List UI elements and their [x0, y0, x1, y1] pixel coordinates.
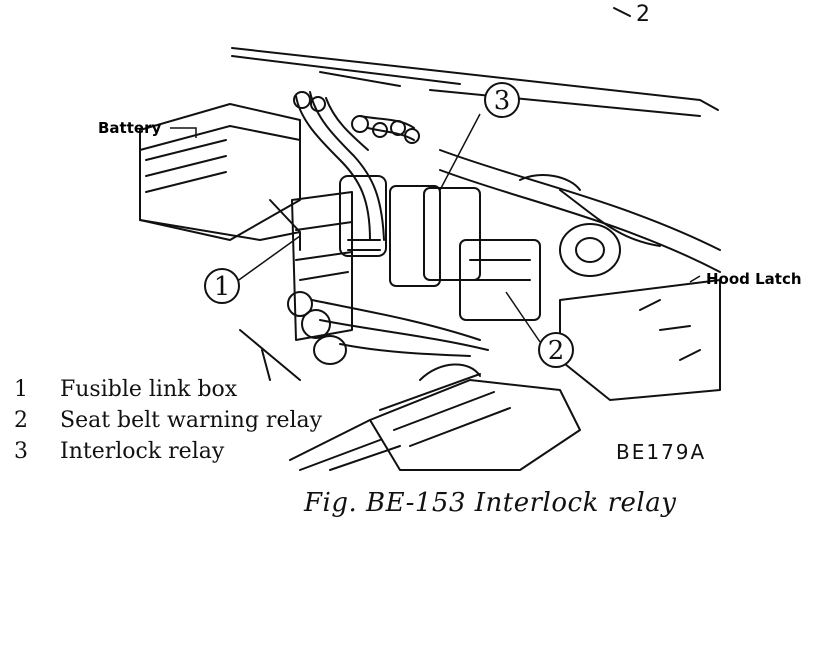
- hood-pipe: [439, 149, 721, 251]
- svg-text:1: 1: [214, 272, 231, 302]
- wire-harness: [295, 95, 371, 241]
- legend-number: 2: [14, 408, 28, 433]
- svg-text:3: 3: [494, 86, 511, 116]
- hood-latch-label: Hood Latch: [706, 270, 802, 288]
- callout-2: 2: [538, 332, 574, 368]
- parts-legend: 1 Fusible link box 2 Seat belt warning r…: [14, 374, 322, 467]
- hood-panel: [231, 47, 719, 111]
- callout-3: 3: [484, 82, 520, 118]
- figure-code: BE179A: [616, 440, 707, 464]
- legend-item: 2 Seat belt warning relay: [14, 405, 322, 436]
- seat-belt-relay-body: [459, 239, 541, 321]
- legend-text: Fusible link box: [60, 377, 238, 402]
- fusible-link-box: [291, 191, 353, 341]
- legend-number: 1: [14, 377, 28, 402]
- legend-text: Interlock relay: [60, 439, 225, 464]
- legend-text: Seat belt warning relay: [60, 408, 323, 433]
- corner-reference-number: 2: [636, 2, 650, 27]
- legend-item: 3 Interlock relay: [14, 436, 322, 467]
- relay-connector: [339, 175, 387, 257]
- interlock-relay-body: [423, 187, 481, 281]
- figure-caption: Fig. BE-153 Interlock relay: [304, 488, 677, 518]
- callout-1: 1: [204, 268, 240, 304]
- battery-label: Battery: [98, 119, 161, 137]
- svg-text:2: 2: [548, 336, 565, 366]
- engine-cover: [369, 379, 581, 471]
- legend-number: 3: [14, 439, 28, 464]
- legend-item: 1 Fusible link box: [14, 374, 322, 405]
